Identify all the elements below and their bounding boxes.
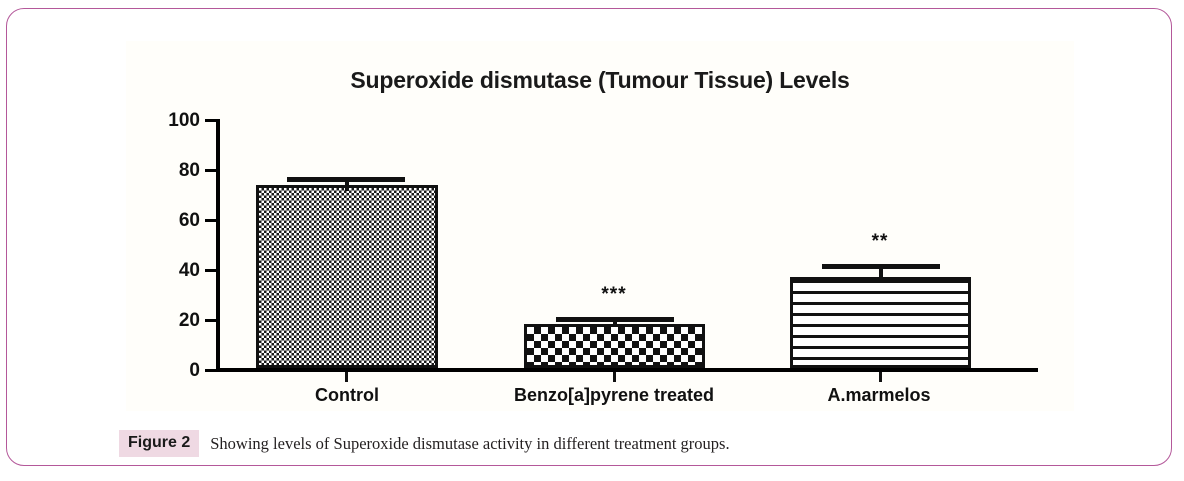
chart-title: Superoxide dismutase (Tumour Tissue) Lev… (350, 67, 850, 93)
error-bar-cap-control (287, 177, 405, 182)
x-label-control: Control (315, 385, 379, 405)
bar-benzopyrene[interactable] (524, 324, 705, 368)
y-axis-line (216, 119, 220, 371)
y-tick-40: 40 (179, 260, 216, 281)
significance-mark-benzopyrene: *** (601, 284, 627, 305)
y-tick-label-40: 40 (178, 259, 200, 281)
x-axis-line (216, 368, 1038, 372)
plot-area: SOD activity (U/mg protein) 100 80 60 40… (168, 110, 1038, 405)
error-bar-cap-amarmelos (822, 264, 940, 269)
figure-caption: Figure 2 Showing levels of Superoxide di… (119, 430, 730, 457)
y-tick-80: 80 (179, 160, 216, 181)
figure-card: Superoxide dismutase (Tumour Tissue) Lev… (6, 8, 1172, 466)
figure-caption-text: Showing levels of Superoxide dismutase a… (210, 433, 730, 453)
y-tick-label-100: 100 (168, 109, 200, 131)
x-label-benzopyrene: Benzo[a]pyrene treated (513, 385, 715, 405)
error-bar-stem-control (345, 178, 349, 191)
y-tick-label-0: 0 (189, 359, 200, 381)
y-tick-20: 20 (179, 310, 216, 331)
figure-number-badge: Figure 2 (119, 430, 200, 457)
y-tick-0: 0 (189, 360, 216, 381)
error-bar-cap-benzopyrene (556, 317, 674, 322)
bar-amarmelos[interactable] (790, 277, 971, 368)
y-tick-60: 60 (179, 210, 216, 231)
significance-mark-amarmelos: ** (871, 231, 889, 252)
error-bar-stem-benzopyrene (613, 318, 617, 326)
bar-control[interactable] (256, 185, 438, 368)
y-tick-label-80: 80 (178, 159, 200, 181)
y-tick-label-20: 20 (178, 309, 200, 331)
y-tick-label-60: 60 (178, 209, 200, 231)
error-bar-stem-amarmelos (879, 265, 883, 279)
x-label-amarmelos: A.marmelos (827, 385, 931, 405)
x-tick-control (345, 372, 348, 382)
chart-panel: Superoxide dismutase (Tumour Tissue) Lev… (126, 41, 1074, 411)
y-tick-100: 100 (168, 110, 216, 131)
x-tick-amarmelos (879, 372, 882, 382)
x-tick-benzopyrene (613, 372, 616, 382)
